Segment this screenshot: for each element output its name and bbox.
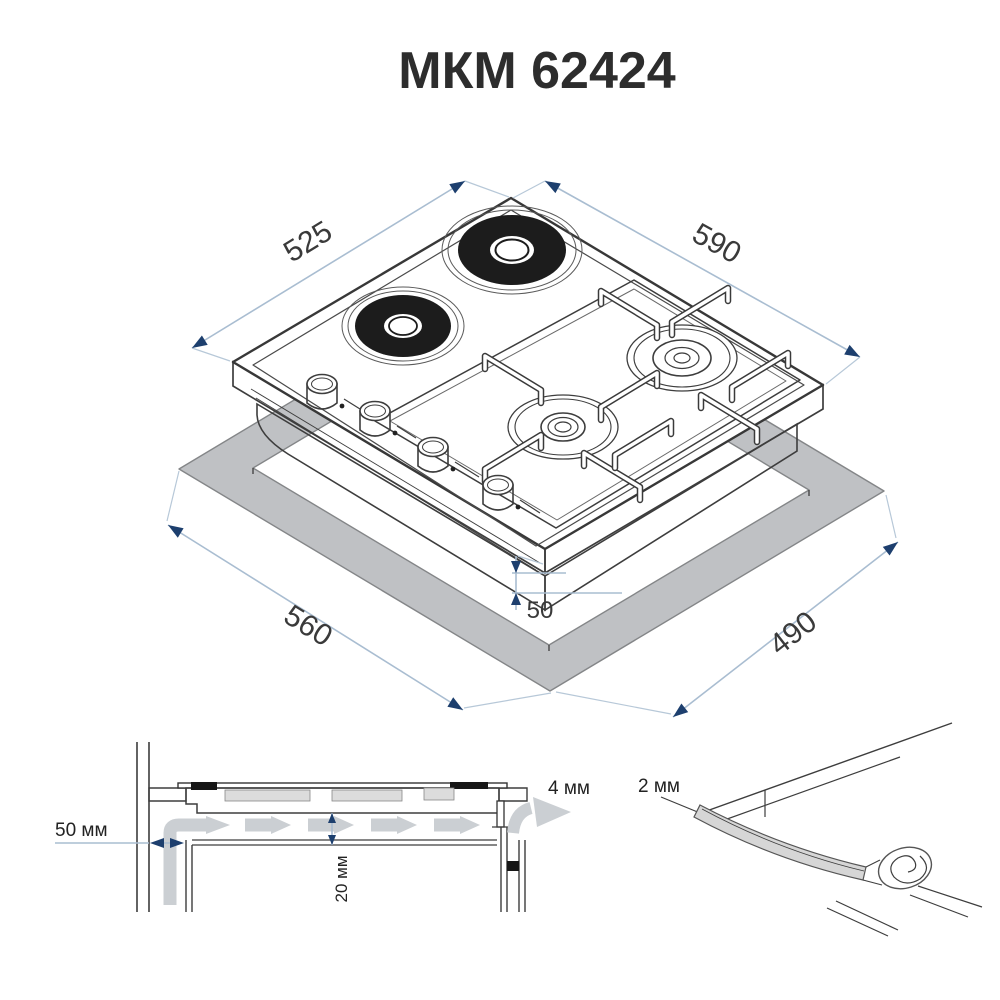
dim-label-hob-depth: 525: [278, 215, 338, 269]
burner-box-section: [224, 789, 311, 802]
electric-plate-back: [441, 205, 583, 295]
panel-connector: [507, 861, 519, 871]
gas-tray-border: [374, 279, 801, 529]
dim-label-cutout-depth: 490: [763, 605, 823, 662]
label-wall-clearance: 50 мм: [55, 820, 108, 841]
gas-burner-front: [507, 394, 619, 460]
knob: [417, 436, 480, 478]
model-title: МКМ 62424: [398, 42, 675, 100]
cooktop-top-surface: [231, 196, 825, 551]
wall-lines: [136, 742, 150, 912]
cabinet-shelf-lines: [192, 839, 497, 846]
top-rim-line: [252, 209, 805, 547]
countertop-slab-right: [498, 787, 528, 802]
dimension-cutout-depth: 490: [555, 494, 899, 718]
electric-plate-front: [341, 286, 465, 366]
installation-cross-section: 50 мм 20 мм 4 мм: [55, 742, 590, 912]
dimension-front-offset: 50: [511, 555, 622, 624]
dimension-under-clearance: 20 мм: [328, 813, 351, 903]
label-vent-gap: 4 мм: [548, 778, 590, 799]
burner-box-section: [423, 787, 455, 801]
burner-box-section: [331, 789, 403, 802]
seal-strip: [693, 804, 867, 881]
vent-exit-arrow: [507, 802, 533, 834]
seal-leader-line: [660, 796, 701, 814]
seal-coil: [862, 846, 933, 890]
dim-label-front-offset: 50: [527, 597, 554, 624]
dim-label-hob-width: 590: [687, 217, 747, 270]
seal-detail: 2 мм: [638, 722, 983, 937]
dimension-wall-clearance: 50 мм: [55, 820, 184, 848]
countertop-slab-left: [148, 787, 187, 802]
control-knobs: [306, 373, 541, 514]
label-under-clearance: 20 мм: [332, 855, 351, 902]
fixing-bracket: [496, 800, 505, 828]
label-seal-thickness: 2 мм: [638, 776, 680, 797]
airflow-arrows: [163, 797, 571, 905]
knob: [306, 373, 361, 410]
pan-support-grates: [481, 284, 792, 504]
seal-tail-lines: [826, 885, 983, 937]
dim-label-cutout-width: 560: [278, 599, 338, 654]
cooktop-tub-section: [185, 787, 500, 814]
cutout-edge-line: [700, 722, 953, 814]
burner-base-black: [191, 782, 217, 790]
burner-box-left-face: [256, 402, 546, 612]
burner-base-black: [450, 782, 488, 789]
cutout-edge-inner: [715, 756, 901, 824]
cooktop-isometric: [231, 196, 825, 612]
knob: [482, 474, 541, 514]
knob: [359, 400, 417, 439]
